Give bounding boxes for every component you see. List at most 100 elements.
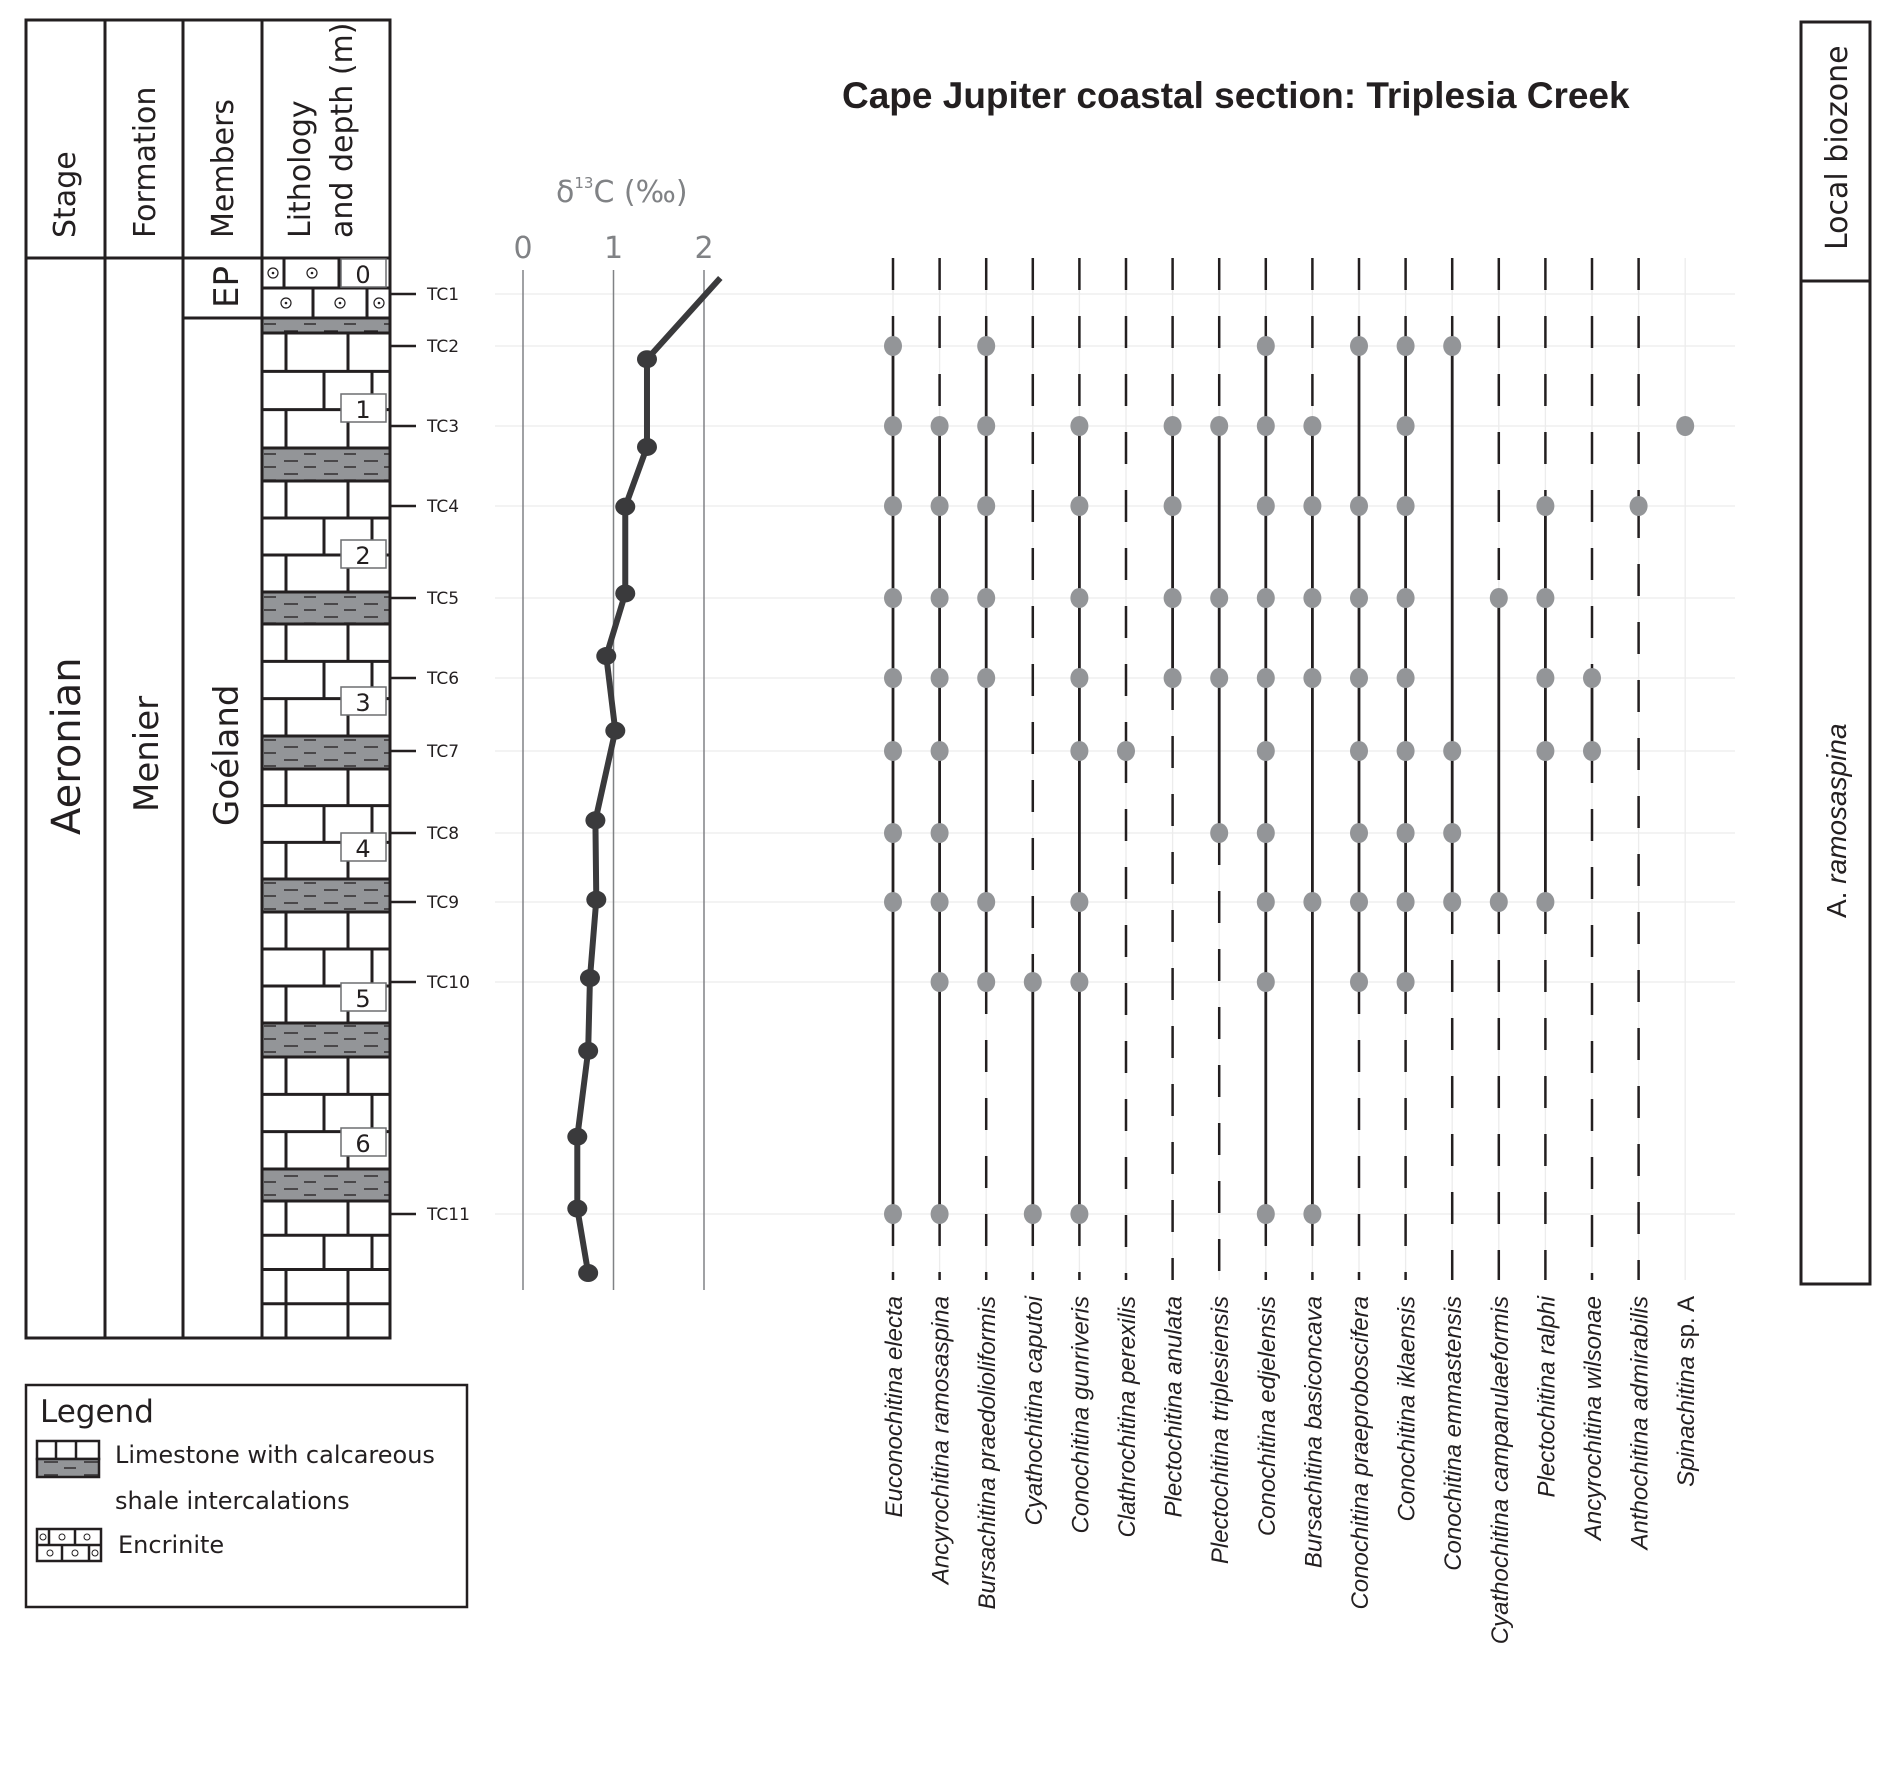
d13c-axis-title: δ13C (‰) [556,174,688,210]
occurrence-dot [1489,892,1508,912]
species-range: Ancyrochitina ramosaspina [928,258,955,1586]
lithology-bed-limestone [262,622,390,736]
occurrence-dot [930,588,949,608]
species-range: Clathrochitina perexilis [1114,258,1141,1537]
sample-label: TC2 [426,337,459,357]
occurrence-dot [1070,416,1089,436]
sample-label: TC11 [426,1205,470,1225]
occurrence-dot [884,892,902,912]
d13c-data-point [586,890,607,909]
biozone-header: Local biozone [1820,45,1855,250]
occurrence-dot [1256,1204,1275,1224]
species-range: Conochitina iklaensis [1394,258,1421,1521]
occurrence-dot [1536,588,1555,608]
species-genus: Ancyrochitina [1580,1396,1607,1542]
species-label: Cyathochitina campanulaeformis [1487,1296,1514,1644]
occurrence-dot [1676,416,1695,436]
occurrence-dot [1070,741,1089,761]
lithology-bed-shale [262,590,390,624]
depth-marker-label: 5 [355,985,370,1013]
lithology-bed-shale [262,877,390,912]
species-genus: Plectochitina [1161,1381,1188,1517]
occurrence-dot [1489,588,1508,608]
biozone-prefix: A. [1821,892,1852,918]
limestone-fill [262,333,390,448]
limestone-fill [262,624,390,736]
d13c-data-point [585,811,606,830]
occurrence-dot [1210,823,1229,843]
occurrence-dot [1210,588,1229,608]
biozone-label: A. ramosaspina [1821,723,1852,918]
species-epithet: praedolioliformis [974,1296,1001,1477]
crinoid-ossicle-icon [83,1533,91,1541]
formation-header: Formation [128,87,163,238]
occurrence-dot [1303,1204,1322,1224]
occurrence-dot [1070,1204,1089,1224]
occurrence-dot [884,1204,902,1224]
occurrence-dot [1256,496,1275,516]
shale-fill [262,448,390,481]
occurrence-dot [930,892,949,912]
crinoid-ossicle-icon [280,297,292,309]
species-epithet: ramosaspina [928,1296,955,1440]
species-label: Conochitina iklaensis [1394,1296,1421,1521]
sample-label: TC10 [426,973,470,993]
limestone-fill [262,481,390,592]
species-epithet: perexilis [1114,1296,1141,1391]
species-label: Conochitina edjelensis [1254,1296,1281,1536]
species-label: Plectochitina anulata [1161,1296,1188,1517]
occurrence-dot [1303,416,1322,436]
occurrence-dot [1396,336,1415,356]
depth-marker-box [340,686,387,716]
occurrence-dot [1350,496,1368,516]
occurrence-dot [977,892,996,912]
species-label: Anthochitina admirabilis [1627,1296,1654,1551]
species-epithet: campanulaeformis [1487,1296,1514,1499]
occurrence-dot [1583,741,1601,761]
legend-swatch-encrinite [35,1527,103,1563]
d13c-data-point [579,969,600,988]
swatch-shale [35,1457,101,1479]
occurrence-dot [1303,892,1322,912]
lithology-bed-shale [262,446,390,481]
d13c-tick-label: 2 [694,231,713,266]
lithology-bed-shale [262,734,390,769]
species-range: Conochitina gunriveris [1067,258,1094,1533]
occurrence-dot [1396,496,1415,516]
occurrence-dot [1256,972,1275,992]
depth-marker: 5 [340,982,387,1013]
occurrence-dot [1350,972,1368,992]
d13c-tick-label: 1 [604,231,623,266]
d13c-data-point [567,1199,588,1218]
occurrence-dot [1023,972,1042,992]
figure-title: Cape Jupiter coastal section: Triplesia … [842,75,1630,116]
lithology-bed-limestone [262,1199,390,1338]
crinoid-ossicle-icon [91,1549,99,1557]
occurrence-dot [884,336,902,356]
occurrence-dot [884,588,902,608]
occurrence-dot [1303,496,1322,516]
depth-marker-label: 0 [355,261,370,289]
stage-label: Aeronian [44,657,90,835]
d13c-data-point [605,721,626,740]
species-range: Anthochitina admirabilis [1627,258,1654,1551]
species-genus: Cyathochitina [1487,1499,1514,1644]
occurrence-dot [1396,416,1415,436]
occurrence-dot [1350,588,1368,608]
shale-fill [262,879,390,912]
occurrence-dot [1536,741,1555,761]
occurrence-dot [1070,892,1089,912]
legend-label-encrinite: Encrinite [118,1531,224,1559]
species-genus: Ancyrochitina [928,1440,955,1586]
legend-swatch-limestone-shale [35,1439,101,1479]
depth-marker: 3 [340,686,387,717]
depth-marker-box [340,258,387,288]
species-epithet: praeproboscifera [1347,1296,1374,1483]
occurrence-dot [1350,823,1368,843]
sample-label: TC6 [426,669,459,689]
species-label: Conochitina praeproboscifera [1347,1296,1374,1610]
crinoid-ossicle-icon [306,267,318,279]
species-range: Bursachitina praedolioliformis [974,258,1001,1609]
species-epithet: emmastensis [1440,1296,1467,1444]
occurrence-dot [1396,588,1415,608]
